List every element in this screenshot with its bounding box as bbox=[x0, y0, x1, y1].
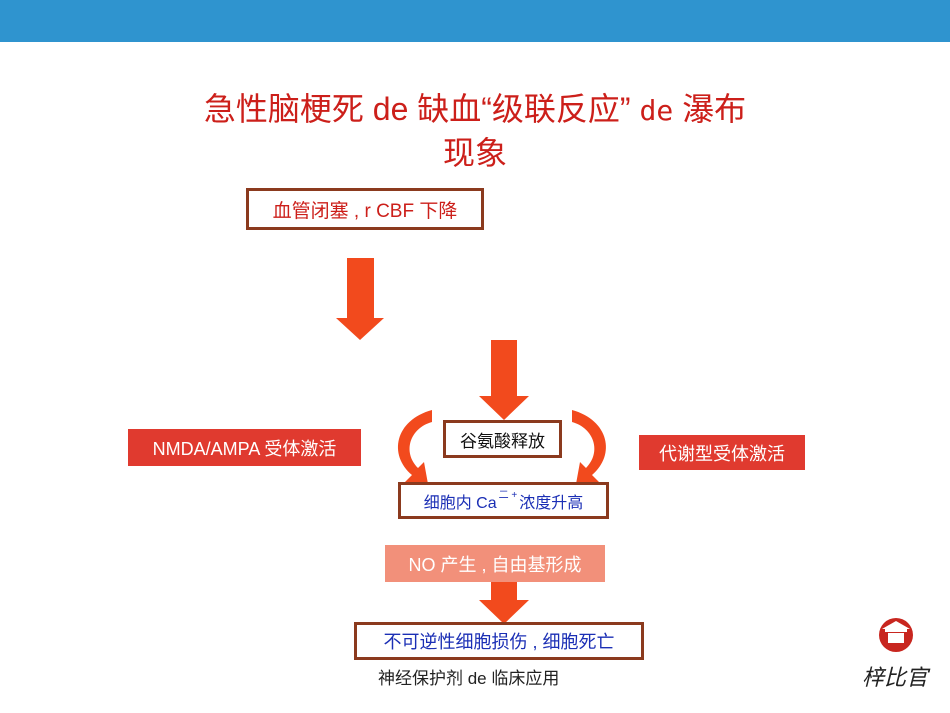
box-no-radicals-label: NO 产生 , 自由基形成 bbox=[408, 554, 582, 575]
box-calcium-label: 细胞内 Ca bbox=[423, 494, 497, 512]
title-line-1: 急性脑梗死 de 缺血“级联反应” de 瀑布 bbox=[110, 88, 840, 132]
title-text-c: 瀑布 bbox=[682, 91, 747, 127]
arrow-curve-left bbox=[398, 410, 432, 484]
box-calcium-tail: 浓度升高 bbox=[519, 494, 584, 512]
slide-title: 急性脑梗死 de 缺血“级联反应” de 瀑布 现象 bbox=[110, 88, 840, 174]
box-no-radicals: NO 产生 , 自由基形成 bbox=[385, 545, 605, 582]
arrow-down-2 bbox=[479, 340, 529, 420]
palace-seal-icon bbox=[879, 618, 913, 652]
logo-text: 梓比官 bbox=[861, 666, 928, 691]
arrow-down-1 bbox=[336, 258, 384, 340]
footer-caption: 神经保护剂 de 临床应用 bbox=[378, 669, 560, 688]
title-line-2: 现象 bbox=[442, 135, 507, 171]
box-nmda-ampa: NMDA/AMPA 受体激活 bbox=[128, 429, 361, 466]
title-text-a: 急性脑梗死 de 缺血“级联反应” bbox=[203, 91, 631, 127]
box-nmda-ampa-label: NMDA/AMPA 受体激活 bbox=[152, 438, 337, 459]
box-metabotropic-label: 代谢型受体激活 bbox=[659, 443, 785, 464]
box-calcium-superscript: 二 + bbox=[498, 490, 518, 501]
box-vessel-occlusion-label: 血管闭塞 , r CBF 下降 bbox=[272, 200, 458, 222]
box-metabotropic: 代谢型受体激活 bbox=[639, 435, 805, 470]
box-glutamate-release: 谷氨酸释放 bbox=[443, 420, 562, 458]
box-cell-death-label: 不可逆性细胞损伤 , 细胞死亡 bbox=[383, 632, 615, 652]
header-bar bbox=[0, 0, 950, 42]
box-cell-death: 不可逆性细胞损伤 , 细胞死亡 bbox=[354, 622, 644, 660]
arrow-curve-right bbox=[572, 410, 606, 484]
box-vessel-occlusion: 血管闭塞 , r CBF 下降 bbox=[246, 188, 484, 230]
box-glutamate-label: 谷氨酸释放 bbox=[460, 431, 545, 451]
title-text-b: de bbox=[639, 94, 674, 127]
box-calcium: 细胞内 Ca 二 + 浓度升高 bbox=[398, 482, 609, 519]
